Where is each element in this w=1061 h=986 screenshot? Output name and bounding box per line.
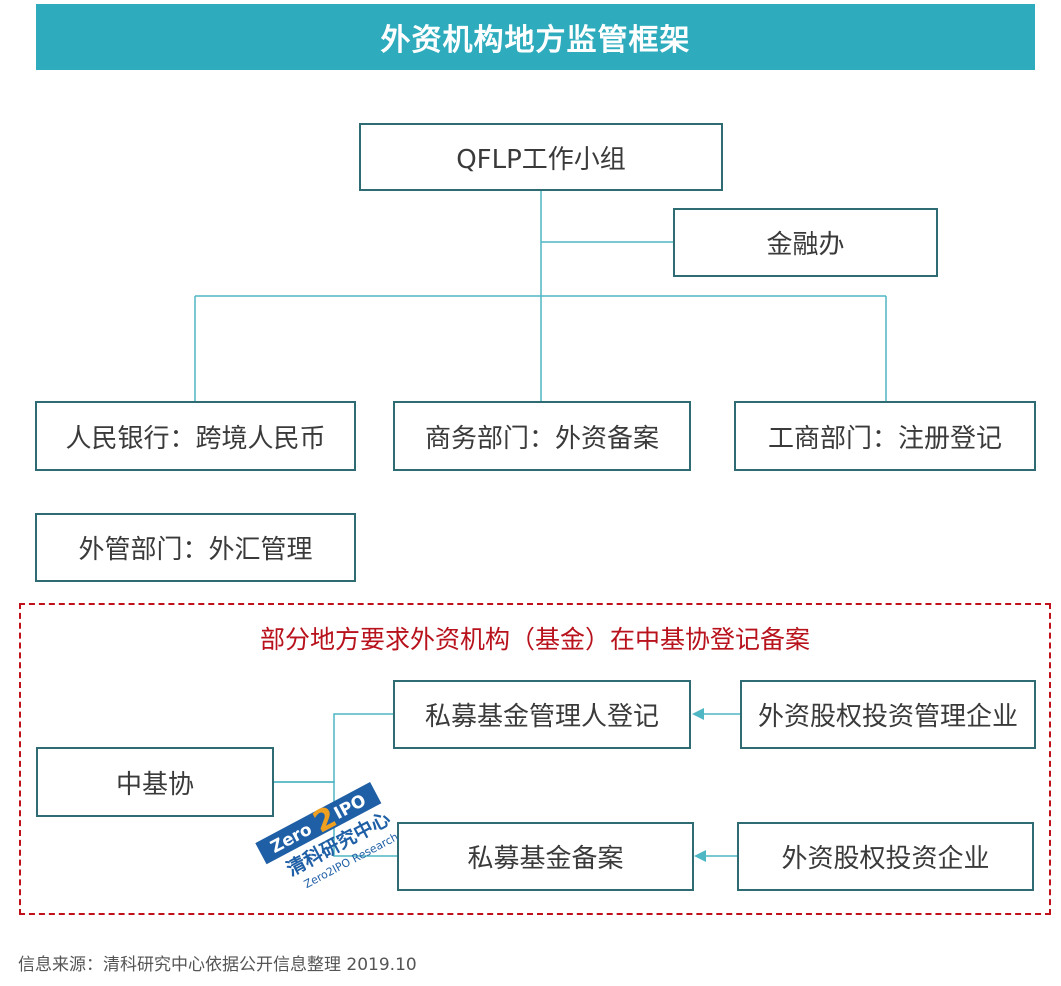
fie-box: 外资股权投资企业: [737, 822, 1034, 891]
zero2ipo-logo: Zero 2 IPO 清科研究中心 Zero2IPO Research: [255, 782, 400, 891]
logo-band: [255, 782, 382, 865]
arrowhead-fund: [694, 850, 706, 862]
financial-office-box: 金融办: [673, 208, 938, 277]
fie-manager-box: 外资股权投资管理企业: [740, 680, 1036, 749]
fund-filing-box: 私募基金备案: [397, 822, 694, 891]
arrowhead-manager: [692, 708, 704, 720]
commerce-dept-box: 商务部门：外资备案: [393, 401, 691, 471]
pboc-box: 人民银行：跨境人民币: [35, 401, 356, 471]
forex-dept-box: 外管部门：外汇管理: [35, 513, 356, 582]
source-note: 信息来源：清科研究中心依据公开信息整理 2019.10: [18, 955, 417, 975]
qflp-working-group-box: QFLP工作小组: [359, 123, 723, 191]
amac-requirement-region: [19, 603, 1051, 915]
diagram-title: 外资机构地方监管框架: [36, 4, 1035, 70]
industry-commerce-box: 工商部门：注册登记: [734, 401, 1036, 471]
region-title: 部分地方要求外资机构（基金）在中基协登记备案: [259, 625, 810, 654]
manager-registration-box: 私募基金管理人登记: [393, 680, 691, 749]
amac-box: 中基协: [36, 747, 274, 817]
